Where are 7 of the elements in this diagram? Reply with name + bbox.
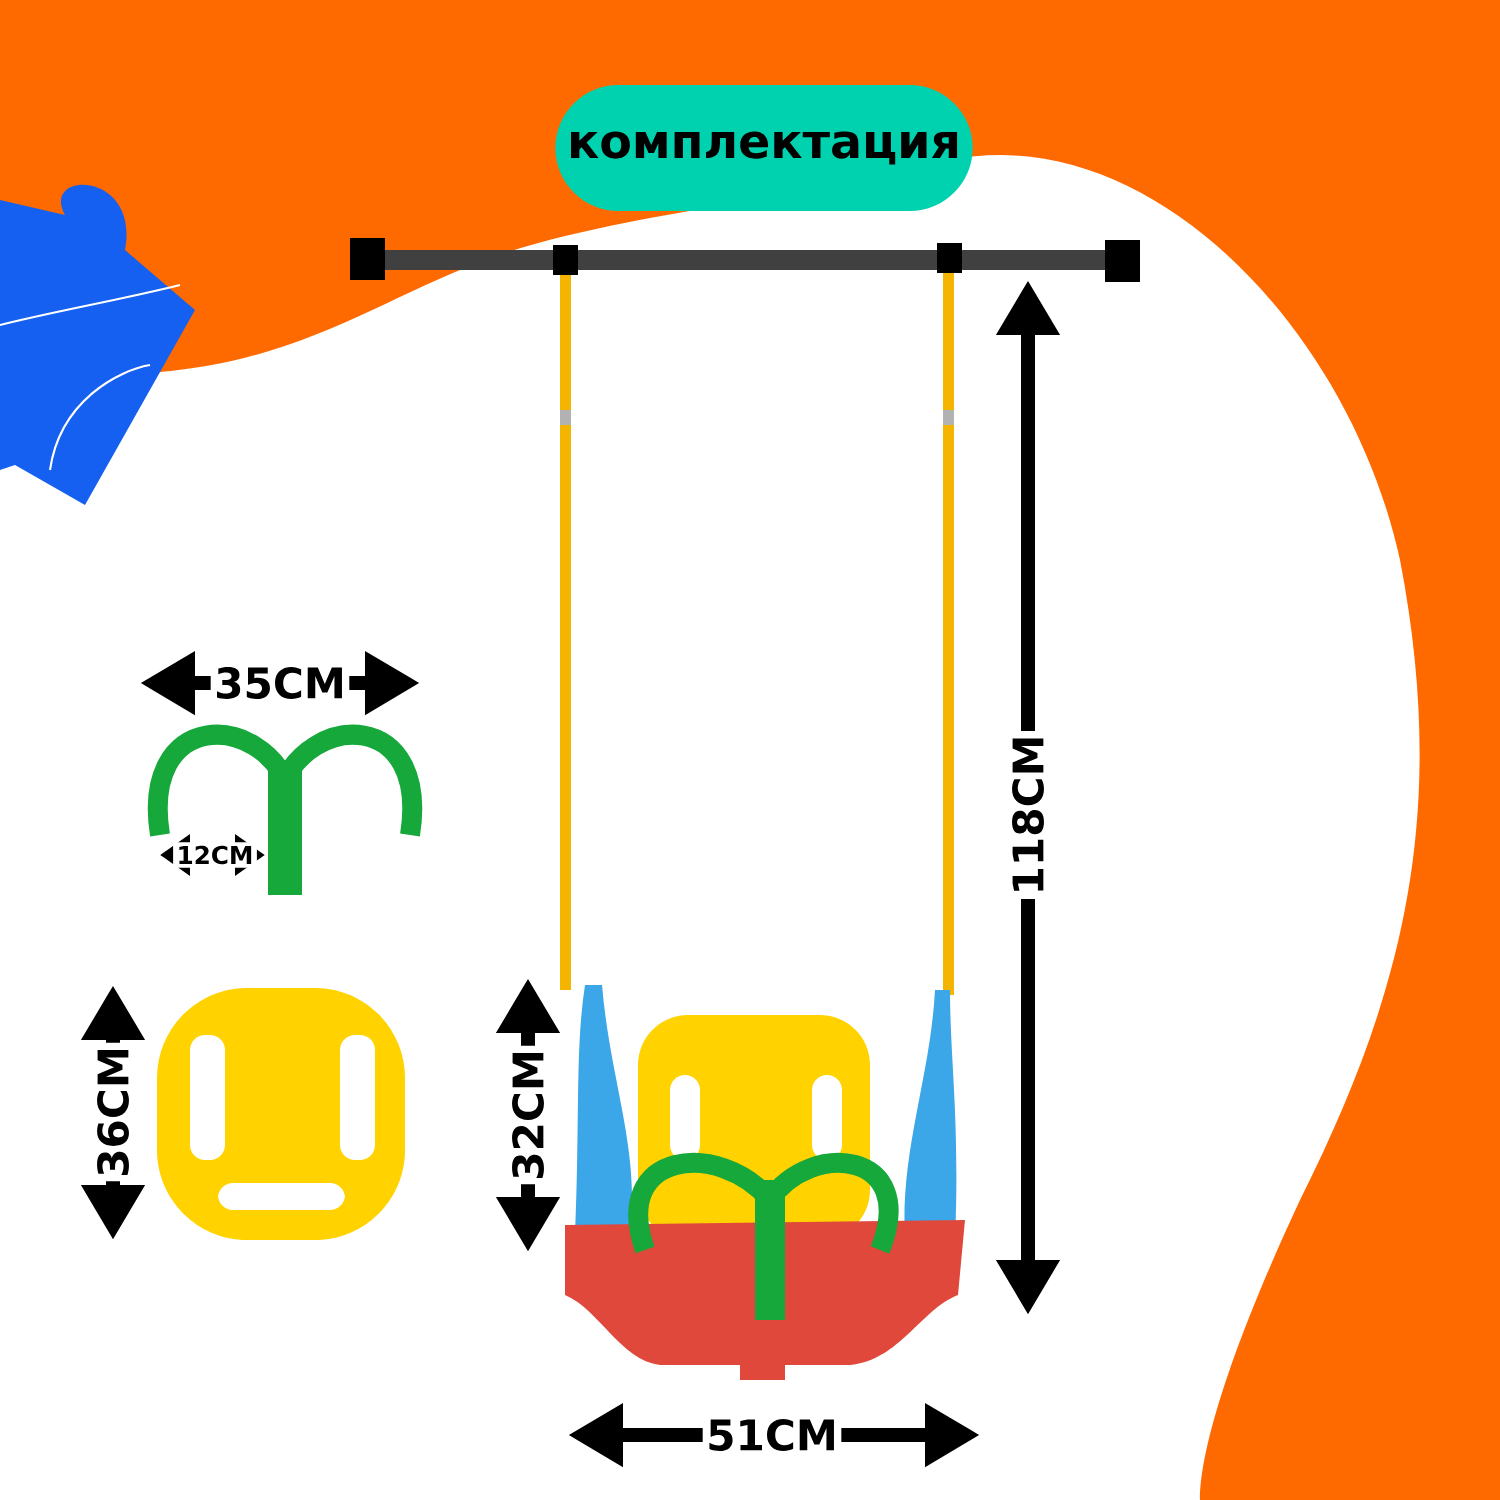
title-pill: комплектация: [555, 85, 973, 211]
dimension-label: 118CM: [1008, 731, 1048, 899]
dimension-label: 51CM: [702, 1415, 842, 1455]
dimension-label: 36CM: [93, 1042, 133, 1182]
dimension-label: 12CM: [173, 842, 257, 868]
dimension-label: 35CM: [210, 663, 350, 703]
dimension-label: 32CM: [508, 1045, 548, 1185]
